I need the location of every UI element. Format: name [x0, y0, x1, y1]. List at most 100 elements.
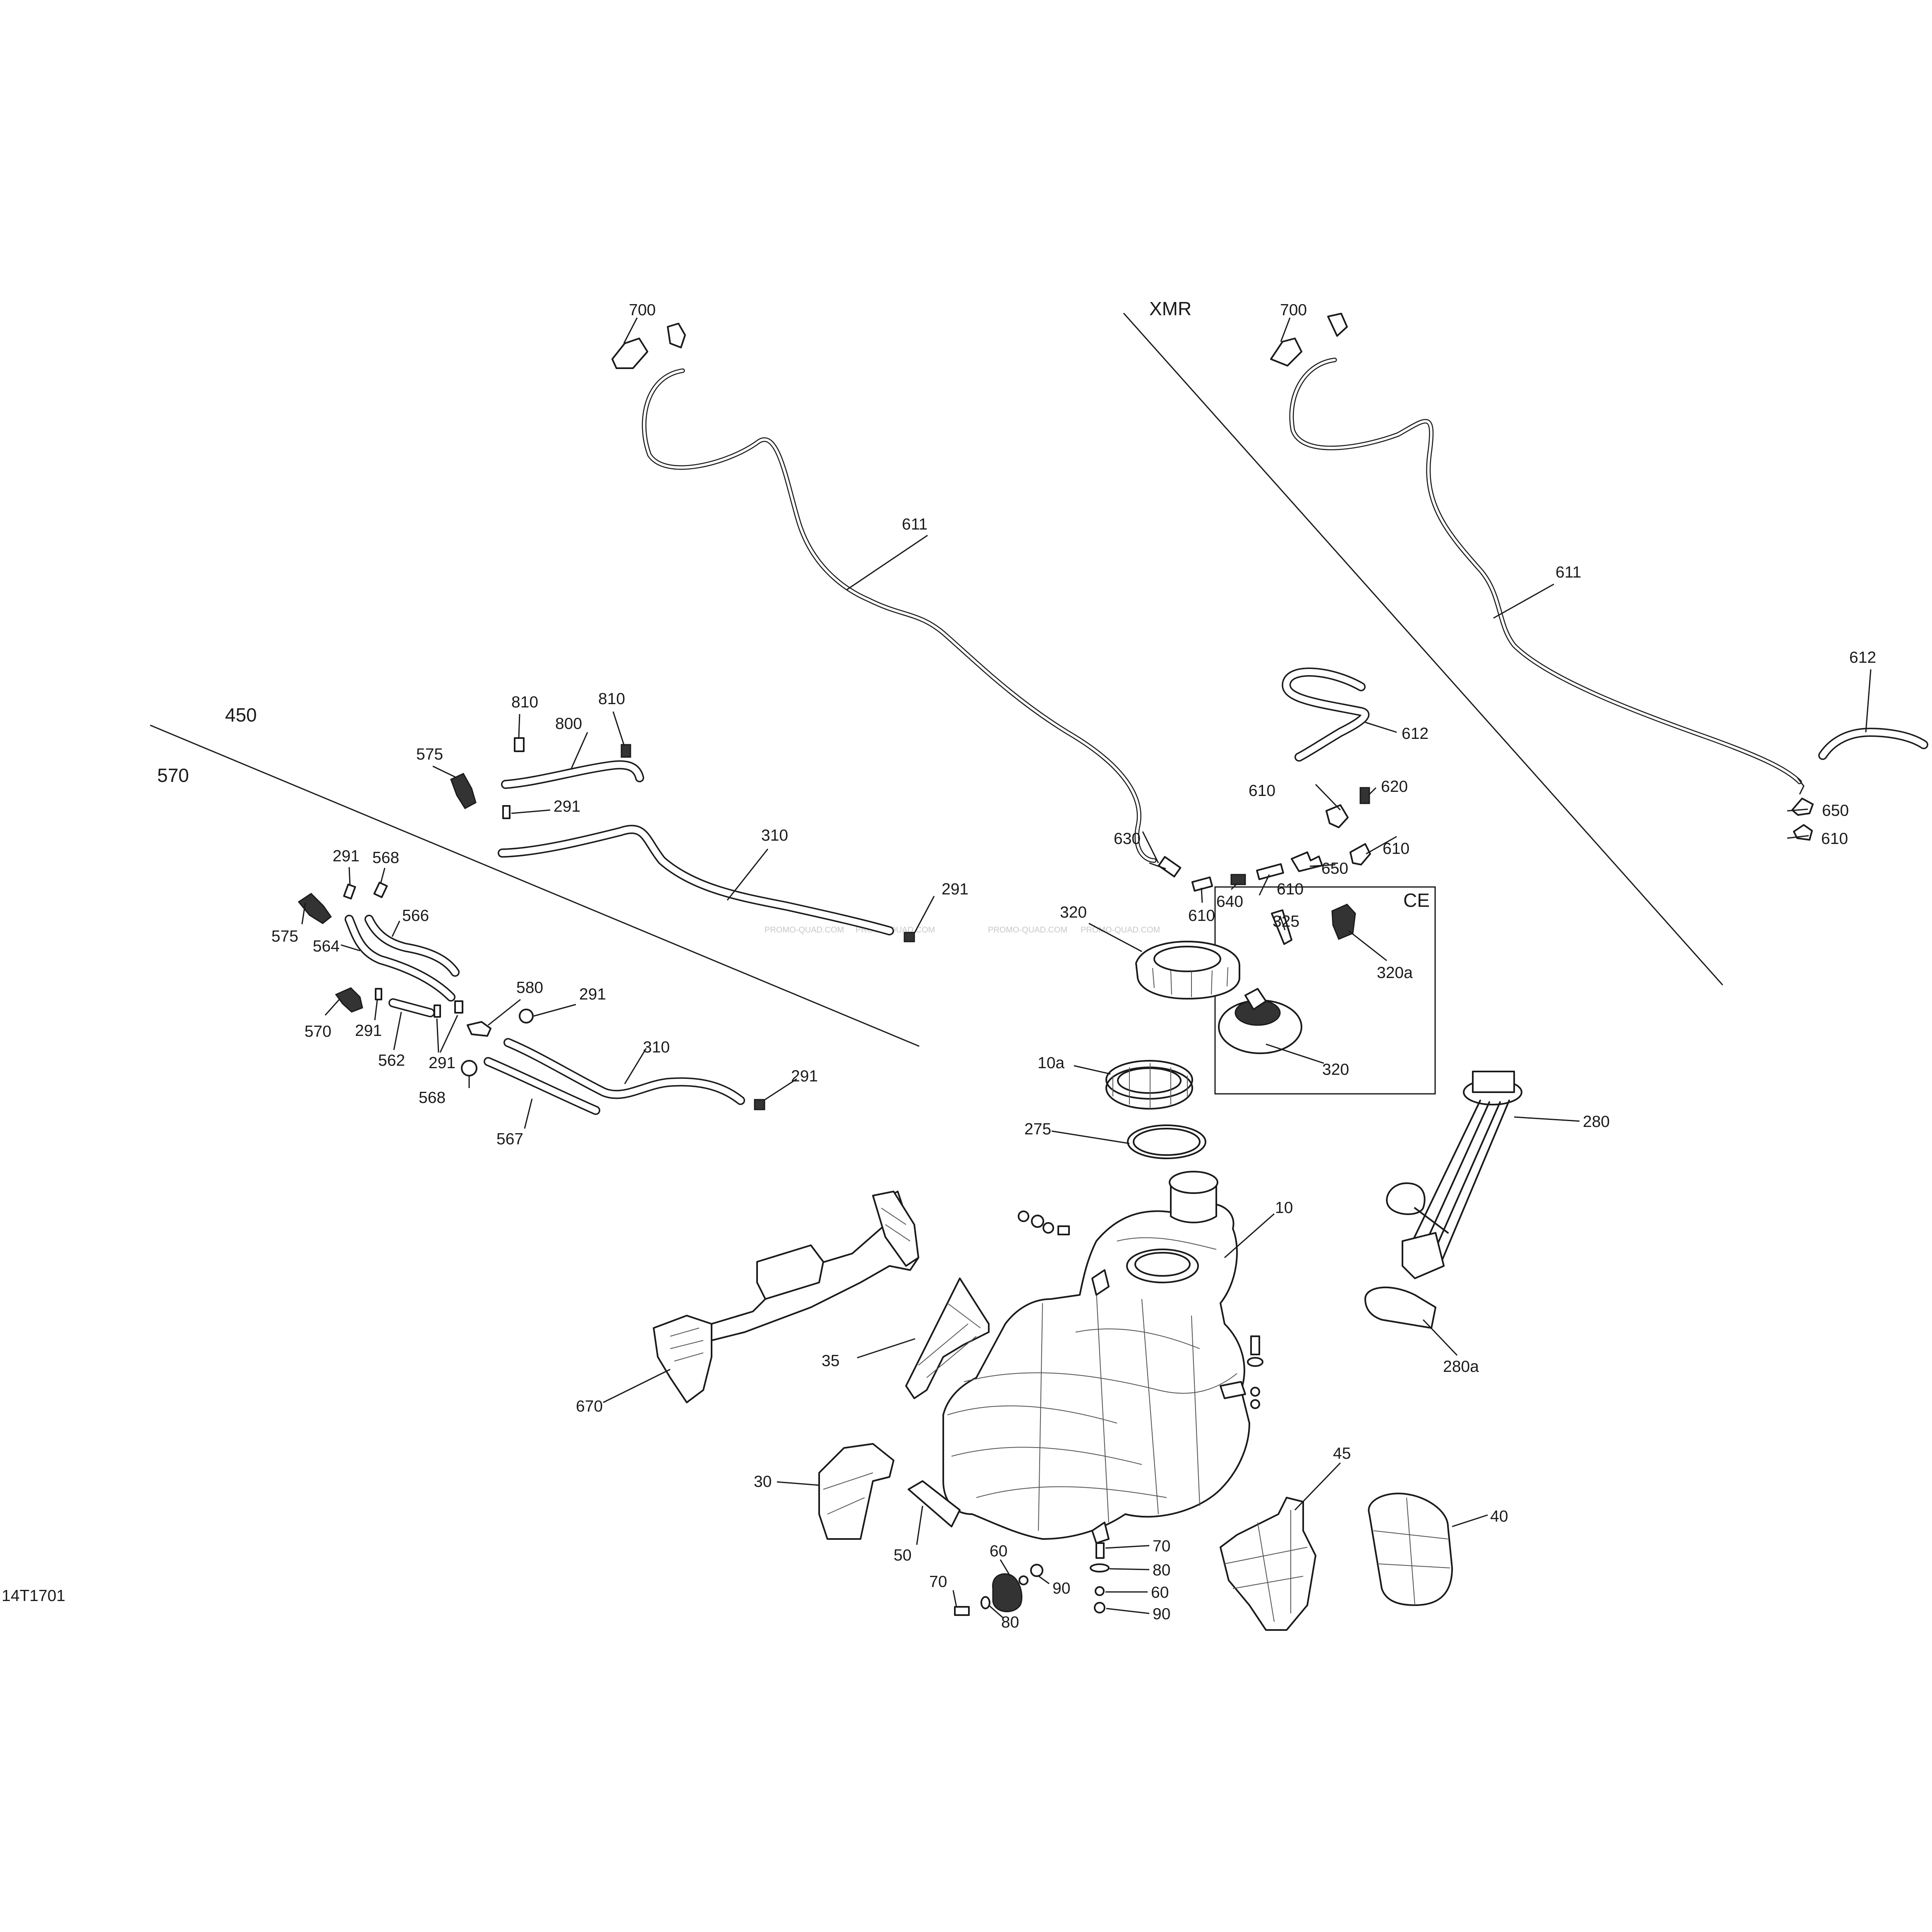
fuel-cap-320 — [1135, 940, 1240, 1000]
callout-566: 566 — [402, 907, 429, 925]
heat-shield-30 — [818, 1443, 894, 1540]
callout-320: 320 — [1322, 1061, 1349, 1079]
vent-fittings-group — [1158, 787, 1814, 892]
spacer-60 — [1019, 1575, 1028, 1585]
callout-40: 40 — [1490, 1508, 1508, 1525]
clamp-810-left — [514, 737, 525, 752]
hose-612-xmr — [1818, 728, 1928, 760]
section-570-parts — [297, 882, 765, 1115]
callout-810: 810 — [598, 690, 625, 708]
clamp-291-e — [519, 1009, 534, 1024]
callout-562: 562 — [378, 1052, 405, 1069]
heat-shield-35 — [905, 1278, 990, 1399]
callout-280a: 280a — [1443, 1358, 1479, 1376]
fitting-610-b — [1256, 863, 1284, 880]
callout-291: 291 — [942, 880, 968, 898]
callout-291: 291 — [579, 985, 606, 1003]
washer-side — [1247, 1357, 1263, 1367]
spacer-60-right — [1095, 1586, 1105, 1596]
connector-575-top — [450, 773, 477, 809]
callout-575: 575 — [271, 928, 298, 945]
callout-35: 35 — [822, 1352, 839, 1370]
heat-shield-45 — [1220, 1497, 1316, 1631]
section-label-450: 450 — [225, 704, 257, 726]
callout-612: 612 — [1402, 725, 1429, 743]
callout-700: 700 — [1280, 301, 1307, 319]
callout-labels: 700 700 611 611 612 612 810 810 800 575 … — [271, 301, 1876, 1631]
callout-610: 610 — [1188, 907, 1215, 925]
heat-shield-50 — [908, 1480, 961, 1527]
callout-30: 30 — [754, 1473, 772, 1491]
callout-650: 650 — [1822, 802, 1849, 820]
washer-top-2 — [1043, 1222, 1054, 1234]
callout-80: 80 — [1153, 1561, 1170, 1579]
fuel-tank-10 — [942, 1171, 1250, 1544]
callout-90: 90 — [1153, 1605, 1170, 1623]
callout-60: 60 — [990, 1542, 1007, 1560]
callout-291: 291 — [429, 1054, 455, 1072]
callout-611: 611 — [902, 515, 928, 533]
callout-810: 810 — [511, 693, 538, 711]
callout-630: 630 — [1114, 830, 1141, 848]
callout-575: 575 — [416, 745, 443, 763]
bolt-top — [1057, 1225, 1070, 1235]
fitting-640 — [1230, 874, 1246, 885]
callout-291: 291 — [355, 1022, 382, 1040]
bolt-70-right — [1095, 1542, 1105, 1559]
washer-top — [1031, 1215, 1044, 1228]
callout-320a: 320a — [1377, 964, 1413, 982]
callout-50: 50 — [894, 1546, 911, 1564]
callout-10a: 10a — [1038, 1054, 1064, 1072]
watermark-text: PROMO-QUAD.COM — [988, 925, 1067, 935]
callout-567: 567 — [496, 1130, 523, 1148]
clamp-291-c — [434, 1004, 441, 1018]
nut-90-right — [1094, 1602, 1105, 1613]
fuel-pump-280 — [1364, 1071, 1522, 1329]
callout-670: 670 — [576, 1397, 603, 1415]
callout-612: 612 — [1849, 649, 1876, 666]
callout-700: 700 — [629, 301, 656, 319]
grommet-60 — [992, 1573, 1023, 1613]
callout-610: 610 — [1821, 830, 1848, 848]
callout-800: 800 — [555, 715, 582, 733]
clamp-291-top — [502, 805, 511, 819]
nut-side — [1250, 1387, 1260, 1397]
fitting-650-xmr — [1791, 798, 1814, 816]
section-label-ce: CE — [1403, 889, 1430, 911]
fitting-610-d — [1350, 843, 1371, 865]
washer-80-right — [1090, 1563, 1110, 1572]
section-label-xmr: XMR — [1149, 298, 1191, 319]
clamp-291-f — [754, 1099, 765, 1110]
callout-564: 564 — [313, 937, 340, 955]
callout-280: 280 — [1583, 1113, 1610, 1131]
hose-612-center — [1282, 667, 1370, 762]
clamp-291-b — [375, 988, 382, 1000]
watermark-text: PROMO-QUAD.COM — [1081, 925, 1160, 935]
locking-ring-10a — [1105, 1060, 1193, 1110]
callout-291: 291 — [791, 1067, 818, 1085]
callout-320: 320 — [1060, 904, 1087, 921]
fitting-650 — [1291, 851, 1323, 872]
callout-580: 580 — [516, 979, 543, 997]
bolt-side — [1250, 1335, 1260, 1355]
bolt-70-left — [954, 1606, 970, 1616]
callout-90: 90 — [1052, 1580, 1070, 1597]
callout-325: 325 — [1273, 913, 1299, 930]
clamp-291-hose-end — [904, 932, 915, 942]
cap-hinge — [1244, 988, 1267, 1010]
gasket-275 — [1127, 1124, 1206, 1159]
heat-shield-40 — [1368, 1493, 1453, 1606]
watermark-text: PROMO-QUAD.COM — [765, 925, 844, 935]
callout-leaders — [301, 317, 1872, 1618]
section-450-parts — [450, 737, 915, 942]
callout-650: 650 — [1321, 860, 1348, 877]
fitting-620 — [1359, 787, 1370, 804]
callout-570: 570 — [304, 1023, 331, 1040]
callout-610: 610 — [1249, 782, 1275, 800]
callout-568: 568 — [372, 849, 399, 867]
clamp-291-a — [343, 883, 356, 900]
strap-325 — [1271, 909, 1292, 945]
clamp-291-d — [454, 1000, 463, 1014]
clamp-568-b — [461, 1060, 477, 1076]
